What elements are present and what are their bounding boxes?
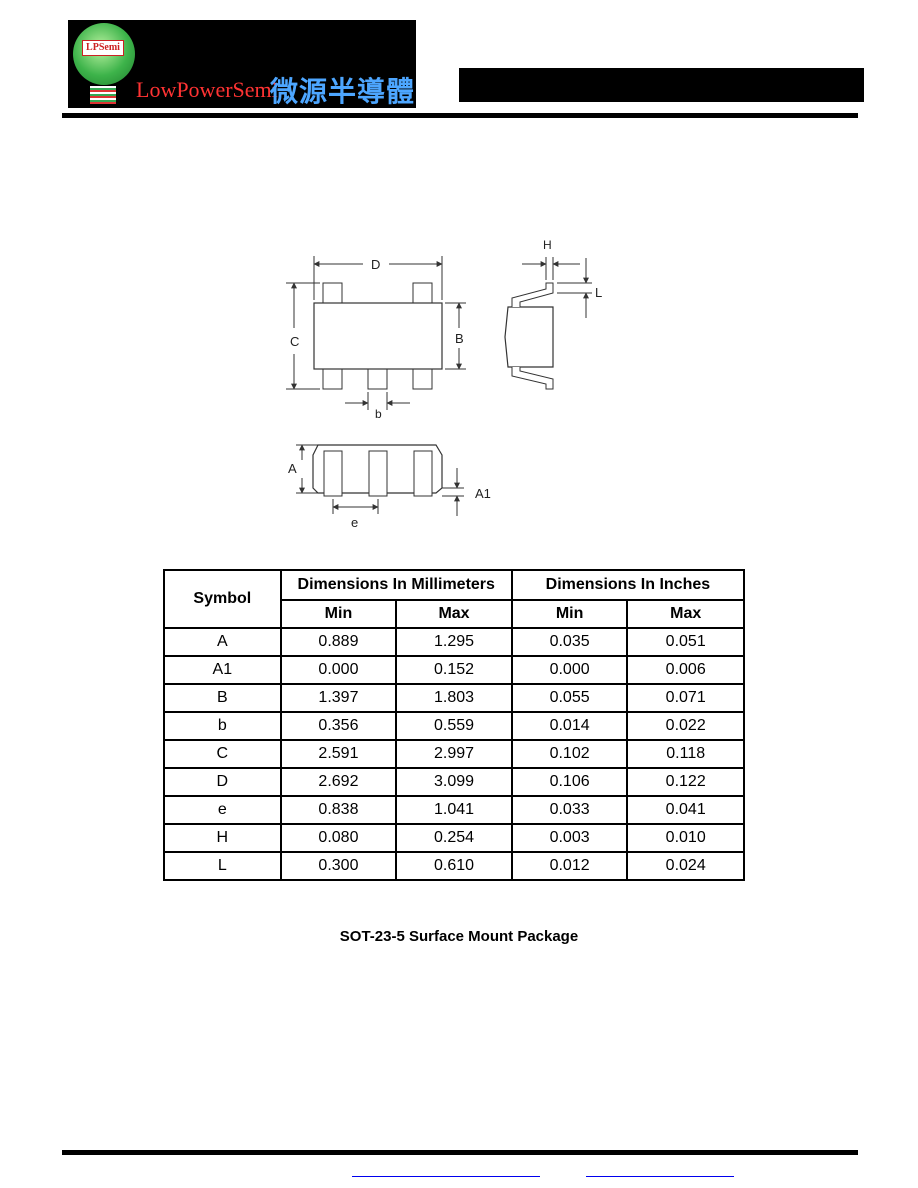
in-max-cell: 0.071 [626, 683, 745, 713]
symbol-cell: A1 [163, 655, 282, 685]
package-body-side-view [504, 306, 554, 368]
label-A: A [288, 461, 297, 476]
mm-max-cell: 1.041 [395, 795, 513, 825]
lead-bottom-1 [322, 368, 343, 390]
mm-header: Dimensions In Millimeters [279, 569, 513, 601]
in-max-cell: 0.022 [626, 711, 745, 741]
mm-min-cell: 2.591 [279, 739, 398, 769]
footer-link-2[interactable] [586, 1166, 734, 1177]
mm-max-cell: 0.152 [395, 655, 513, 685]
label-C: C [290, 334, 299, 349]
symbol-cell: b [163, 711, 282, 741]
symbol-cell: L [163, 851, 282, 881]
in-max-cell: 0.006 [626, 655, 745, 685]
mm-max-cell: 2.997 [395, 739, 513, 769]
lead-top-1 [322, 282, 343, 304]
lead-front-3 [413, 450, 433, 497]
in-min-cell: 0.102 [510, 739, 629, 769]
lead-bottom-3 [412, 368, 433, 390]
in-min-cell: 0.033 [510, 795, 629, 825]
mm-min-cell: 0.080 [279, 823, 398, 853]
mm-min-cell: 2.692 [279, 767, 398, 797]
in-min-cell: 0.106 [510, 767, 629, 797]
lead-bottom-2 [367, 368, 388, 390]
package-caption: SOT-23-5 Surface Mount Package [339, 928, 579, 945]
lead-front-2 [368, 450, 388, 497]
table-row: A 0.889 1.295 0.035 0.051 [163, 627, 745, 657]
package-body-top-view [313, 302, 443, 370]
in-max-cell: 0.010 [626, 823, 745, 853]
symbol-cell: e [163, 795, 282, 825]
inches-header: Dimensions In Inches [510, 569, 746, 601]
top-rule [62, 113, 858, 118]
in-max-cell: 0.051 [626, 627, 745, 657]
in-min-cell: 0.012 [510, 851, 629, 881]
table-row: C 2.591 2.997 0.102 0.118 [163, 739, 745, 769]
in-max-cell: 0.118 [626, 739, 745, 769]
mm-min-cell: 1.397 [279, 683, 398, 713]
table-row: D 2.692 3.099 0.106 0.122 [163, 767, 745, 797]
package-outline-drawing: D C B b H L A A1 e [286, 238, 602, 530]
logo-text-chinese: 微源半導體 [270, 75, 416, 108]
mm-max-cell: 3.099 [395, 767, 513, 797]
table-row: L 0.300 0.610 0.012 0.024 [163, 851, 745, 881]
mm-min-header: Min [279, 599, 398, 629]
symbol-header: Symbol [163, 569, 282, 629]
mm-min-cell: 0.356 [279, 711, 398, 741]
in-max-header: Max [626, 599, 745, 629]
logo-text-english: LowPowerSemi [136, 77, 278, 102]
table-row: b 0.356 0.559 0.014 0.022 [163, 711, 745, 741]
mm-min-cell: 0.838 [279, 795, 398, 825]
company-logo: LPSemi LowPowerSemi 微源半導體 [68, 20, 416, 108]
dimensions-table: Symbol Dimensions In Millimeters Dimensi… [163, 569, 746, 881]
table-row: B 1.397 1.803 0.055 0.071 [163, 683, 745, 713]
symbol-cell: C [163, 739, 282, 769]
in-min-cell: 0.055 [510, 683, 629, 713]
lead-front-1 [323, 450, 343, 497]
bulb-base-icon [90, 86, 116, 104]
mm-max-cell: 0.559 [395, 711, 513, 741]
symbol-cell: D [163, 767, 282, 797]
label-b: b [375, 407, 382, 421]
logo-badge: LPSemi [82, 40, 124, 56]
table-row: H 0.080 0.254 0.003 0.010 [163, 823, 745, 853]
label-L: L [595, 285, 602, 300]
lead-top-2 [412, 282, 433, 304]
mm-min-cell: 0.300 [279, 851, 398, 881]
mm-max-header: Max [395, 599, 513, 629]
label-B: B [455, 331, 464, 346]
mm-min-cell: 0.000 [279, 655, 398, 685]
in-min-cell: 0.000 [510, 655, 629, 685]
in-max-cell: 0.024 [626, 851, 745, 881]
mm-min-cell: 0.889 [279, 627, 398, 657]
mm-max-cell: 1.295 [395, 627, 513, 657]
in-min-header: Min [510, 599, 629, 629]
label-D: D [371, 257, 380, 272]
mm-max-cell: 1.803 [395, 683, 513, 713]
symbol-cell: H [163, 823, 282, 853]
label-A1: A1 [475, 486, 491, 501]
label-e: e [351, 515, 358, 530]
symbol-cell: A [163, 627, 282, 657]
in-max-cell: 0.122 [626, 767, 745, 797]
mm-max-cell: 0.254 [395, 823, 513, 853]
symbol-cell: B [163, 683, 282, 713]
table-row: e 0.838 1.041 0.033 0.041 [163, 795, 745, 825]
bottom-rule [62, 1150, 858, 1155]
header-bar [459, 68, 864, 102]
table-row: A1 0.000 0.152 0.000 0.006 [163, 655, 745, 685]
in-min-cell: 0.014 [510, 711, 629, 741]
in-min-cell: 0.035 [510, 627, 629, 657]
label-H: H [543, 238, 552, 252]
in-min-cell: 0.003 [510, 823, 629, 853]
footer-link-1[interactable] [352, 1166, 540, 1177]
mm-max-cell: 0.610 [395, 851, 513, 881]
in-max-cell: 0.041 [626, 795, 745, 825]
